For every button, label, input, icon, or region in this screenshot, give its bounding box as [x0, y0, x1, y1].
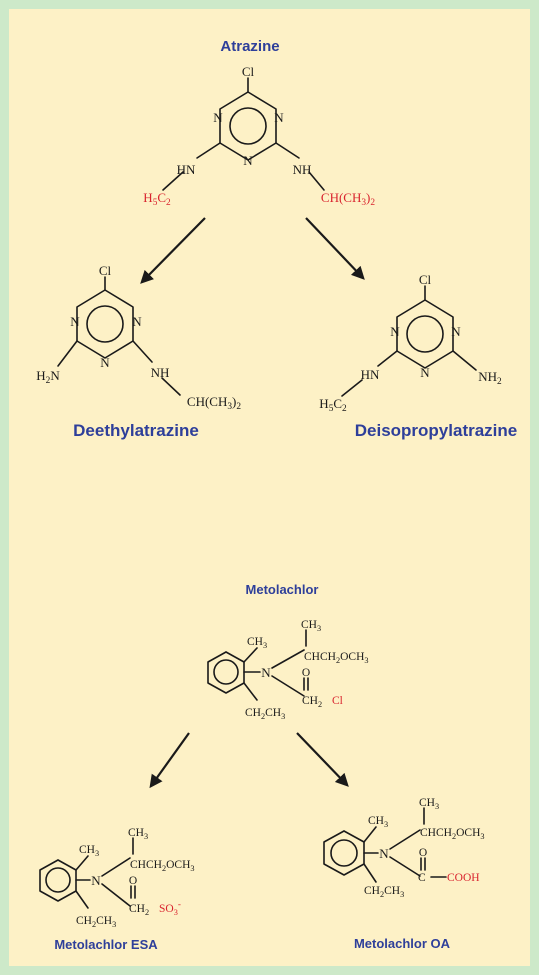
- diagram-panel: [9, 9, 530, 966]
- atrazine-cl: Cl: [242, 64, 255, 79]
- atrazine-nh: NH: [293, 162, 312, 177]
- oa-cooh: COOH: [447, 872, 480, 884]
- deethylatrazine-structure: Cl N N N H2​N NH CH(CH3​)2​: [36, 263, 241, 412]
- metolachlor-oa-title: Metolachlor OA: [354, 936, 451, 951]
- deiso-ring-bonds: [396, 299, 454, 369]
- oa-n: N: [379, 846, 389, 861]
- deiso-ring-aromatic: [406, 315, 444, 353]
- atrazine-n-right: N: [274, 110, 284, 125]
- deethyl-nh: NH: [151, 365, 170, 380]
- oa-ch2ch3: CH2​CH3​: [364, 885, 404, 899]
- deethyl-ring-bonds: [76, 289, 134, 359]
- meto-ch2: CH2​: [302, 695, 322, 709]
- deethyl-n-left: N: [70, 314, 80, 329]
- deethyl-cl: Cl: [99, 263, 112, 278]
- deethyl-n-right: N: [132, 314, 142, 329]
- oa-ring-aromatic: [330, 839, 358, 867]
- deethyl-ring-aromatic: [86, 305, 124, 343]
- meto-ch3: CH3​: [247, 636, 267, 650]
- meto-o: O: [302, 667, 310, 679]
- atrazine-isopropyl: CH(CH3​)2​: [321, 190, 375, 208]
- esa-ch2: CH2​: [129, 903, 149, 917]
- esa-ch3: CH3​: [79, 844, 99, 858]
- oa-ethyl-bond: [363, 863, 377, 883]
- esa-ch2ch3: CH2​CH3​: [76, 915, 116, 929]
- oa-n-c-bond: [389, 856, 421, 877]
- atrazine-title: Atrazine: [220, 38, 279, 55]
- esa-side-ch3: CH3​: [128, 827, 148, 841]
- arrow-to-metolachlor-oa: [296, 732, 349, 787]
- deethyl-nh2-bond: [57, 340, 78, 367]
- meto-chch2och3: CHCH2​OCH3​: [304, 651, 369, 665]
- oa-chch2och3: CHCH2​OCH3​: [420, 827, 485, 841]
- deiso-cl: Cl: [419, 272, 432, 287]
- deethyl-h2n: H2​N: [36, 368, 60, 386]
- atrazine-n-bottom: N: [243, 153, 253, 168]
- atrazine-ethyl: H5​C2​: [143, 190, 171, 208]
- metolachlor-structure: CH3​ CH3​ CHCH2​OCH3​ N O CH2​ Cl CH2​CH…: [207, 619, 369, 721]
- atrazine-nh-bond: [275, 142, 300, 159]
- esa-chch2och3: CHCH2​OCH3​: [130, 859, 195, 873]
- deiso-ethyl: H5​C2​: [319, 396, 347, 414]
- deiso-n-right: N: [451, 324, 461, 339]
- deiso-nh2: NH2​: [478, 369, 502, 387]
- esa-n-ch-bond: [101, 857, 131, 877]
- meto-ch2ch3: CH2​CH3​: [245, 707, 285, 721]
- deiso-n-left: N: [390, 324, 400, 339]
- metolachlor-esa-title: Metolachlor ESA: [54, 937, 158, 952]
- deethyl-nh-bond: [132, 340, 153, 363]
- deisopropylatrazine-structure: Cl N N N HN NH2​ H5​C2​: [319, 272, 502, 414]
- atrazine-ring-aromatic: [229, 107, 267, 145]
- arrow-to-metolachlor-esa: [149, 732, 190, 789]
- esa-n: N: [91, 873, 101, 888]
- oa-ring-bonds: [323, 830, 365, 876]
- deethylatrazine-title: Deethylatrazine: [73, 421, 199, 440]
- deiso-n-bottom: N: [420, 365, 430, 380]
- meto-n-c-bond: [271, 675, 305, 697]
- deiso-hn-bond: [377, 350, 398, 367]
- atrazine-ethyl-bond: [162, 171, 184, 191]
- meto-ch3-bond: [243, 647, 258, 663]
- esa-ch3-bond: [75, 855, 89, 871]
- deiso-nh2-bond: [452, 350, 477, 371]
- deethyl-isopropyl-bond: [161, 377, 181, 396]
- metolachlor-esa-structure: CH3​ CH3​ CHCH2​OCH3​ N O CH2​ SO3​- CH2…: [39, 827, 195, 929]
- deisopropylatrazine-title: Deisopropylatrazine: [355, 421, 518, 440]
- meto-n: N: [261, 665, 271, 680]
- deiso-hn: HN: [361, 367, 380, 382]
- metolachlor-title: Metolachlor: [246, 582, 319, 597]
- esa-so3: SO3​-: [159, 899, 181, 917]
- arrow-to-deisopropylatrazine: [305, 217, 365, 280]
- oa-side-ch3: CH3​: [419, 797, 439, 811]
- deethyl-n-bottom: N: [100, 355, 110, 370]
- oa-ch3-bond: [363, 826, 377, 843]
- oa-ch3: CH3​: [368, 815, 388, 829]
- meto-n-ch-bond: [271, 649, 305, 669]
- arrow-to-deethylatrazine: [140, 217, 206, 284]
- atrazine-ring-bonds: [219, 91, 277, 161]
- oa-o: O: [419, 847, 427, 859]
- esa-n-c-bond: [101, 883, 131, 907]
- deiso-ethyl-bond: [341, 379, 363, 397]
- esa-ring-aromatic: [45, 867, 71, 893]
- meto-ring-aromatic: [213, 659, 239, 685]
- meto-ethyl-bond: [243, 682, 258, 701]
- atrazine-isopropyl-bond: [308, 171, 325, 191]
- meto-side-ch3: CH3​: [301, 619, 321, 633]
- esa-o: O: [129, 875, 137, 887]
- atrazine-structure: Cl N N N HN NH H5​C2​ CH(CH3​)2​: [143, 64, 375, 208]
- deethyl-isopropyl: CH(CH3​)2​: [187, 394, 241, 412]
- atrazine-hn-bond: [196, 142, 221, 159]
- oa-n-ch-bond: [389, 829, 421, 850]
- metolachlor-oa-structure: CH3​ CH3​ CHCH2​OCH3​ N O C COOH CH2​CH3…: [323, 797, 485, 899]
- oa-c: C: [418, 872, 426, 884]
- atrazine-n-left: N: [213, 110, 223, 125]
- esa-ethyl-bond: [75, 890, 89, 909]
- atrazine-hn: HN: [177, 162, 196, 177]
- meto-cl: Cl: [332, 695, 343, 707]
